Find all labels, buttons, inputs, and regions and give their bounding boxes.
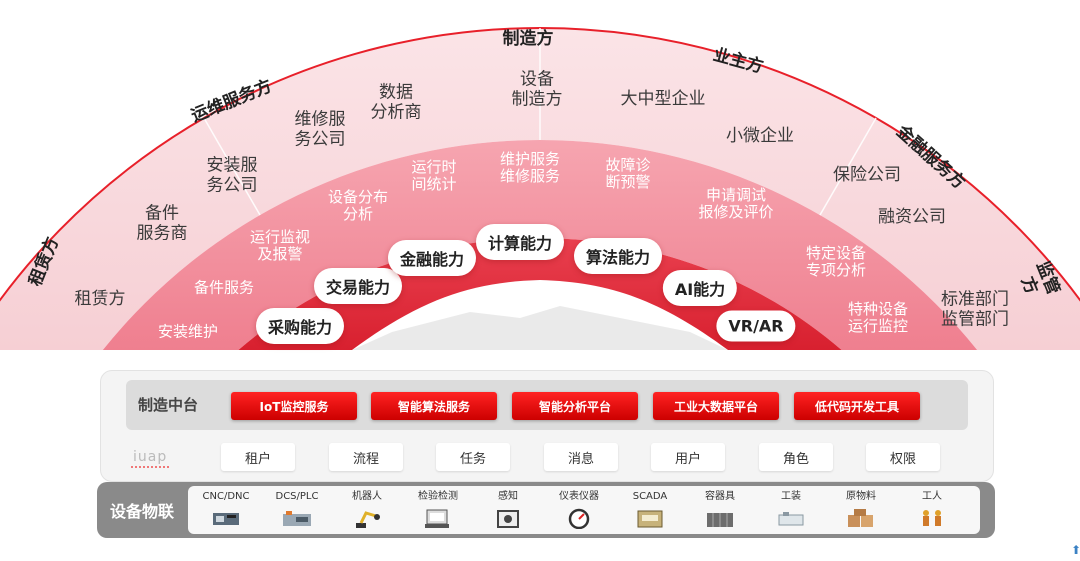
outer-ring-label: 融资公司 [878, 207, 946, 228]
corner-arrow-icon: ⬆ [1071, 543, 1080, 557]
iuap-underline [131, 466, 169, 468]
platform-service-button[interactable]: 低代码开发工具 [794, 392, 920, 420]
worker-icon [923, 510, 941, 526]
outer-ring-label: 小微企业 [726, 126, 794, 147]
middle-ring-label: 申请调试 报修及评价 [698, 185, 774, 221]
capability-cloud: 采购能力 [255, 308, 345, 344]
capability-cloud: 计算能力 [475, 224, 565, 260]
iot-title: 设备物联 [110, 502, 175, 521]
middle-ring-label: 安装维护 [157, 322, 219, 341]
middle-ring-label: 运行时 间统计 [411, 157, 457, 193]
platform-service-button[interactable]: 智能分析平台 [512, 392, 638, 420]
outer-ring-label: 数据 分析商 [370, 82, 422, 122]
device-item[interactable]: 机器人 [331, 490, 403, 529]
middle-ring-label: 备件服务 [193, 278, 255, 297]
iuap-tag[interactable]: 权限 [866, 443, 940, 471]
iuap-tag[interactable]: 租户 [221, 443, 295, 471]
outer-ring [0, 27, 1080, 350]
device-name: 容器具 [705, 491, 735, 502]
platform-service-button[interactable]: 智能算法服务 [371, 392, 497, 420]
device-name: 仪表仪器 [559, 491, 599, 502]
device-name: 原物料 [846, 491, 876, 502]
device-name: DCS/PLC [275, 491, 319, 502]
device-name: 感知 [498, 491, 518, 502]
iuap-tag[interactable]: 任务 [436, 443, 510, 471]
outer-arc-border [0, 26, 1080, 302]
device-item[interactable]: CNC/DNC [190, 490, 262, 529]
sensor-icon [497, 510, 519, 528]
device-name: 工人 [922, 491, 942, 502]
capability-cloud: 交易能力 [313, 268, 403, 304]
device-item[interactable]: DCS/PLC [261, 490, 333, 529]
device-name: SCADA [632, 491, 668, 502]
iuap-label: iuap [133, 449, 168, 465]
device-name: 机器人 [352, 491, 382, 502]
outer-ring-label: 租赁方 [74, 289, 126, 310]
container-icon [707, 513, 733, 527]
middle-ring-label: 故障诊 断预警 [605, 155, 651, 191]
device-item[interactable]: 原物料 [825, 490, 897, 529]
device-item[interactable]: SCADA [614, 490, 686, 529]
device-item[interactable]: 感知 [472, 490, 544, 529]
capability-cloud: AI能力 [662, 270, 738, 306]
device-item[interactable]: 工人 [896, 490, 968, 529]
middle-ring-label: 特种设备 运行监控 [847, 299, 909, 335]
sector-divider [203, 117, 261, 216]
mountain-haze [352, 306, 728, 350]
platform-service-button[interactable]: IoT监控服务 [231, 392, 357, 420]
device-item[interactable]: 工装 [755, 490, 827, 529]
raw-material-icon [848, 509, 873, 527]
device-name: 检验检测 [418, 491, 458, 502]
device-name: CNC/DNC [202, 491, 250, 502]
capability-cloud: 算法能力 [573, 238, 663, 274]
capability-cloud: 金融能力 [387, 240, 477, 276]
middle-ring-label: 设备分布 分析 [327, 187, 389, 223]
iuap-tag[interactable]: 角色 [759, 443, 833, 471]
scada-icon [637, 510, 663, 528]
platform-service-button[interactable]: 工业大数据平台 [653, 392, 779, 420]
cnc-machine-icon [213, 513, 239, 525]
outer-ring-label: 保险公司 [833, 165, 901, 186]
outer-ring-label: 维修服 务公司 [294, 109, 346, 149]
middle-ring-label: 特定设备 专项分析 [805, 243, 867, 279]
inspection-icon [425, 509, 449, 528]
outer-ring-label: 备件 服务商 [136, 203, 188, 243]
iuap-tag[interactable]: 消息 [544, 443, 618, 471]
gauge-icon [568, 508, 590, 529]
device-item[interactable]: 仪表仪器 [543, 490, 615, 529]
outer-ring-label: 设备 制造方 [511, 69, 563, 109]
sector-divider [0, 435, 38, 456]
iuap-tag[interactable]: 用户 [651, 443, 725, 471]
device-item[interactable]: 容器具 [684, 490, 756, 529]
platform-title: 制造中台 [138, 396, 199, 414]
device-name: 工装 [781, 491, 801, 502]
device-item[interactable]: 检验检测 [402, 490, 474, 529]
outer-ring-label: 大中型企业 [620, 89, 706, 110]
fixture-icon [778, 512, 804, 526]
sector-divider [1042, 435, 1080, 456]
outer-ring-label: 安装服 务公司 [206, 155, 258, 195]
stakeholder-label: 制造方 [502, 29, 554, 50]
robot-arm-icon [356, 511, 380, 528]
iuap-tag[interactable]: 流程 [329, 443, 403, 471]
middle-ring-label: 运行监视 及报警 [249, 227, 311, 263]
sector-divider [819, 117, 877, 216]
middle-ring-label: 维护服务 维修服务 [499, 149, 561, 185]
outer-ring-label: 标准部门 监管部门 [941, 289, 1009, 329]
middle-ring [102, 140, 978, 350]
dcs-plc-icon [283, 511, 311, 526]
capability-cloud: VR/AR [716, 310, 796, 342]
